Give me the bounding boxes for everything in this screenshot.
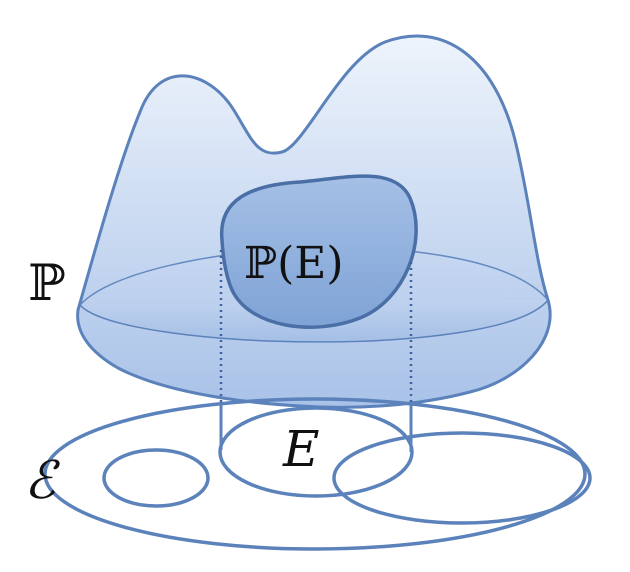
projection-subset-blob: [219, 174, 418, 329]
projection-subset-label: ℙ(E): [244, 238, 344, 289]
member-set-left: [102, 448, 210, 508]
collection-label: ℰ: [24, 451, 60, 511]
base-set-ellipse: [218, 406, 414, 498]
base-set-label: E: [282, 420, 320, 478]
collection-ellipse: [43, 397, 587, 551]
space-label: ℙ: [28, 254, 66, 312]
member-set-right: [332, 431, 592, 525]
